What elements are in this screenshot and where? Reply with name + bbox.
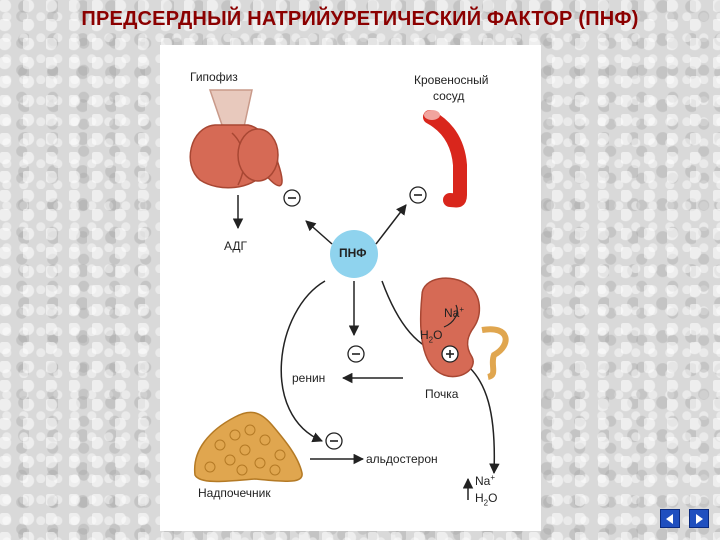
minus-badge-aldosterone [325,432,343,450]
kidney-icon [419,277,509,380]
adh-label: АДГ [224,239,248,253]
next-slide-button[interactable] [689,509,709,528]
minus-badge-renin [347,345,365,363]
pnf-circle [330,230,378,278]
adrenal-label: Надпочечник [198,486,271,500]
plus-badge-kidney [441,345,459,363]
vessel-label-line2: сосуд [433,89,465,103]
diagram-panel: Гипофиз Кровеносный сосуд ПНФ АДГ ренин … [160,45,541,531]
pnf-label: ПНФ [339,246,367,260]
slide-title: ПРЕДСЕРДНЫЙ НАТРИЙУРЕТИЧЕСКИЙ ФАКТОР (ПН… [81,8,639,30]
pituitary-label: Гипофиз [190,70,238,84]
output-sodium-label: Na+ [475,473,496,488]
kidney-sodium-label: Na+ [444,305,465,320]
pituitary-gland-icon [189,89,283,189]
prev-slide-button[interactable] [660,509,680,528]
vessel-label-line1: Кровеносный [414,73,489,87]
diagram-graphics [189,89,509,500]
triangle-left-icon [666,513,673,524]
adrenal-gland-icon [194,411,303,483]
blood-vessel-icon [423,110,467,208]
renin-label: ренин [292,371,326,385]
minus-badge-pituitary [283,189,301,207]
triangle-right-icon [696,513,703,524]
kidney-water-label: H2O [420,328,443,345]
output-water-label: H2O [475,491,498,508]
kidney-label: Почка [425,387,459,401]
aldosterone-label: альдостерон [366,452,438,466]
minus-badge-vessel [409,186,427,204]
